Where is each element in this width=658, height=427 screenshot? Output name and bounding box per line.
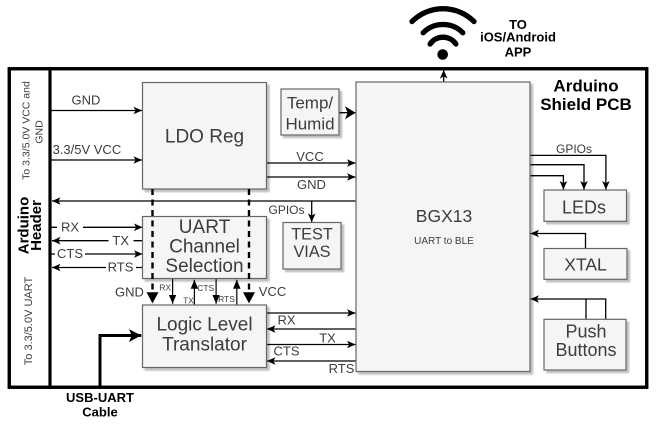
svg-text:3.3/5V VCC: 3.3/5V VCC — [53, 142, 122, 157]
svg-text:Selection: Selection — [165, 256, 243, 277]
svg-text:LEDs: LEDs — [562, 198, 606, 218]
svg-text:Arduino: Arduino — [553, 76, 618, 95]
svg-text:USB-UART: USB-UART — [66, 390, 134, 405]
svg-text:RTS: RTS — [218, 294, 235, 304]
svg-text:TEST: TEST — [291, 226, 333, 244]
svg-text:Channel: Channel — [169, 237, 240, 258]
svg-text:GND: GND — [34, 120, 46, 144]
svg-text:VIAS: VIAS — [293, 243, 330, 261]
svg-text:To 3.3/5.0V VCC and: To 3.3/5.0V VCC and — [21, 81, 33, 180]
svg-text:APP: APP — [505, 45, 532, 60]
svg-text:GPIOs: GPIOs — [556, 142, 592, 156]
svg-text:VCC: VCC — [296, 149, 323, 164]
svg-text:GPIOs: GPIOs — [268, 203, 304, 217]
svg-text:CTS: CTS — [274, 344, 300, 359]
svg-text:Header: Header — [28, 200, 45, 251]
svg-text:Logic Level: Logic Level — [156, 315, 252, 336]
svg-text:RX: RX — [277, 313, 295, 328]
svg-text:GND: GND — [115, 285, 144, 300]
svg-text:To 3.3/5.0V UART: To 3.3/5.0V UART — [23, 276, 35, 365]
svg-text:TO: TO — [509, 17, 527, 32]
svg-text:iOS/Android: iOS/Android — [480, 29, 556, 44]
svg-text:CTS: CTS — [197, 283, 214, 293]
svg-text:Push: Push — [565, 322, 606, 342]
svg-text:CTS: CTS — [57, 246, 83, 261]
svg-text:RTS: RTS — [108, 260, 134, 275]
svg-text:VCC: VCC — [259, 284, 286, 299]
svg-text:RX: RX — [61, 220, 79, 235]
svg-text:UART: UART — [179, 217, 231, 238]
svg-text:Arduino: Arduino — [16, 197, 33, 255]
svg-text:TX: TX — [319, 331, 336, 346]
svg-text:UART to BLE: UART to BLE — [414, 236, 474, 247]
svg-text:RTS: RTS — [329, 361, 355, 376]
svg-text:Shield PCB: Shield PCB — [540, 95, 632, 114]
svg-text:LDO Reg: LDO Reg — [165, 127, 244, 148]
svg-text:Temp/: Temp/ — [287, 93, 334, 112]
svg-text:XTAL: XTAL — [564, 254, 607, 274]
svg-text:GND: GND — [71, 93, 100, 108]
svg-text:BGX13: BGX13 — [416, 206, 472, 226]
svg-text:GND: GND — [297, 177, 326, 192]
svg-text:TX: TX — [183, 295, 194, 305]
svg-text:Translator: Translator — [162, 335, 247, 356]
svg-text:TX: TX — [112, 233, 129, 248]
svg-text:Buttons: Buttons — [555, 340, 616, 360]
svg-text:Cable: Cable — [82, 404, 117, 419]
svg-text:Humid: Humid — [285, 114, 334, 133]
svg-text:RX: RX — [159, 283, 171, 293]
